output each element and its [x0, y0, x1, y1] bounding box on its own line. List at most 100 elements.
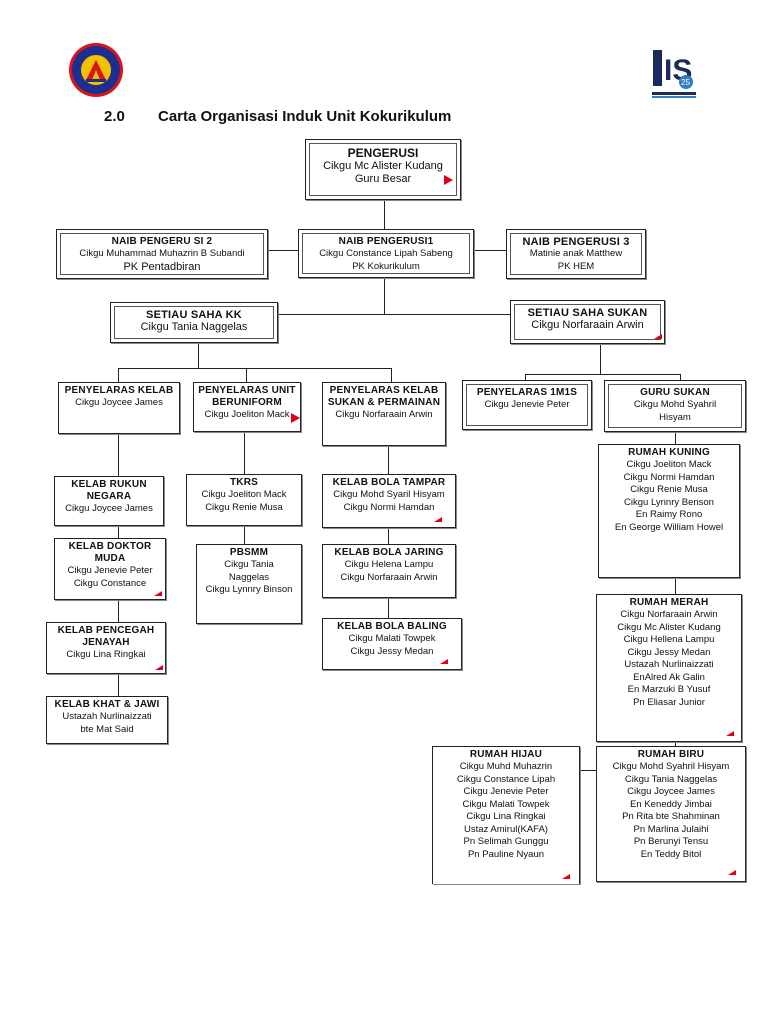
rumah-merah-line: Ustazah Nurlinaizzati [624, 659, 714, 670]
connector [525, 374, 526, 382]
setiausaha-sukan-title: SETIAU SAHA SUKAN [527, 307, 648, 319]
kelab-khat-line: bte Mat Said [80, 723, 134, 735]
naib-1-title: NAIB PENGERUSI1 [338, 236, 434, 247]
penyelaras-kelab-title: PENYELARAS KELAB [64, 385, 174, 396]
kelab-bola-jaring-box: KELAB BOLA JARING Cikgu Helena Lampu Cik… [322, 544, 456, 598]
kelab-rukun-line: Cikgu Joycee James [65, 503, 153, 514]
connector [118, 368, 392, 369]
tkrs-line: Cikgu Joeliton Mack [201, 489, 287, 500]
guru-sukan-line: Cikgu Mohd Syahril [633, 399, 717, 410]
marker-icon [562, 874, 570, 879]
rumah-kuning-line: Cikgu Lynnry Benson [624, 496, 714, 508]
bola-jaring-title: KELAB BOLA JARING [334, 547, 444, 558]
marker-icon [728, 870, 736, 875]
connector [118, 674, 119, 696]
rumah-merah-line: Cikgu Norfaraain Arwin [620, 609, 718, 620]
connector [384, 200, 385, 230]
guru-sukan-title: GURU SUKAN [640, 387, 710, 398]
connector [391, 368, 392, 382]
marker-icon [155, 665, 163, 670]
bola-baling-line: Cikgu Malati Towpek [348, 633, 436, 644]
pbsmm-line: Cikgu Lynnry Binson [205, 584, 293, 595]
bola-jaring-line: Cikgu Norfaraain Arwin [340, 571, 438, 583]
rumah-hijau-line: Cikgu Lina Ringkai [466, 811, 546, 822]
pbsmm-line: Cikgu Tania [224, 559, 274, 570]
marker-icon [154, 591, 162, 596]
penyelaras-unit-line: Cikgu Joeliton Mack [204, 409, 290, 420]
naib-2-line: Cikgu Muhammad Muhazrin B Subandi [79, 248, 245, 259]
rumah-biru-title: RUMAH BIRU [637, 749, 705, 760]
connector [580, 770, 596, 771]
rumah-biru-line: En Teddy Bitol [640, 848, 702, 860]
bola-tampar-line: Cikgu Mohd Syaril Hisyam [333, 489, 445, 500]
heading-title: Carta Organisasi Induk Unit Kokurikulum [158, 108, 452, 125]
pbsmm-line: Naggelas [228, 571, 270, 583]
rumah-merah-line: Cikgu Mc Alister Kudang [617, 621, 721, 633]
penyelaras-kelab-box: PENYELARAS KELAB Cikgu Joycee James [58, 382, 180, 434]
pbsmm-title: PBSMM [229, 547, 269, 558]
connector [118, 526, 119, 538]
kelab-doktor-title: KELAB DOKTOR MUDA [68, 541, 152, 564]
marker-icon [434, 517, 442, 522]
marker-icon [440, 659, 448, 664]
kelab-pencegah-jenayah-box: KELAB PENCEGAH JENAYAH Cikgu Lina Ringka… [46, 622, 166, 674]
rumah-merah-line: Cikgu Hellena Lampu [623, 634, 715, 645]
naib-pengerusi-3-box: NAIB PENGERUSI 3 Matinie anak Matthew PK… [506, 229, 646, 279]
tkrs-line: Cikgu Renie Musa [205, 501, 283, 513]
rumah-biru-line: Pn Rita bte Shahminan [622, 811, 720, 822]
rumah-hijau-title: RUMAH HIJAU [469, 749, 543, 760]
kelab-pencegah-line: Cikgu Lina Ringkai [66, 649, 146, 660]
kelab-rukun-negara-box: KELAB RUKUN NEGARA Cikgu Joycee James [54, 476, 164, 526]
rumah-kuning-line: En Raimy Rono [635, 509, 703, 520]
pengerusi-line: Cikgu Mc Alister Kudang [323, 160, 443, 172]
kelab-doktor-line: Cikgu Jenevie Peter [67, 565, 153, 576]
rumah-kuning-line: Cikgu Normi Hamdan [623, 471, 715, 483]
connector [198, 342, 199, 368]
kelab-khat-title: KELAB KHAT & JAWI [54, 699, 160, 710]
connector [675, 432, 676, 444]
marker-icon [654, 334, 662, 339]
rumah-hijau-line: Cikgu Muhd Muhazrin [459, 761, 553, 772]
kelab-doktor-muda-box: KELAB DOKTOR MUDA Cikgu Jenevie Peter Ci… [54, 538, 166, 600]
rumah-merah-line: Cikgu Jessy Medan [627, 646, 711, 658]
connector [675, 578, 676, 594]
naib-1-line: PK Kokurikulum [352, 260, 420, 272]
naib-2-line: PK Pentadbiran [123, 260, 201, 273]
penyelaras-unit-box: PENYELARAS UNIT BERUNIFORM Cikgu Joelito… [193, 382, 301, 432]
naib-pengerusi-2-box: NAIB PENGERU SI 2 Cikgu Muhammad Muhazri… [56, 229, 268, 279]
setiausaha-kk-title: SETIAU SAHA KK [146, 309, 242, 321]
connector [276, 314, 510, 315]
kelab-khat-jawi-box: KELAB KHAT & JAWI Ustazah Nurlinaizzati … [46, 696, 168, 744]
setiausaha-kk-box: SETIAU SAHA KK Cikgu Tania Naggelas [110, 302, 278, 343]
penyelaras-kelab-line: Cikgu Joycee James [75, 397, 163, 408]
bola-baling-line: Cikgu Jessy Medan [350, 645, 434, 657]
rumah-merah-line: En Marzuki B Yusuf [627, 684, 711, 695]
pbsmm-box: PBSMM Cikgu Tania Naggelas Cikgu Lynnry … [196, 544, 302, 624]
marker-icon [444, 175, 453, 185]
connector [246, 368, 247, 382]
school-crest-logo [68, 42, 124, 98]
penyelaras-1m1s-title: PENYELARAS 1M1S [476, 387, 578, 398]
pengerusi-line: Guru Besar [354, 173, 412, 185]
naib-3-line: PK HEM [557, 260, 595, 272]
bola-tampar-line: Cikgu Normi Hamdan [343, 501, 435, 513]
tkrs-title: TKRS [229, 477, 259, 488]
setiausaha-sukan-box: SETIAU SAHA SUKAN Cikgu Norfaraain Arwin [510, 300, 665, 344]
naib-pengerusi-1-box: NAIB PENGERUSI1 Cikgu Constance Lipah Sa… [298, 229, 474, 278]
pengerusi-box: PENGERUSI Cikgu Mc Alister Kudang Guru B… [305, 139, 461, 200]
kelab-doktor-line: Cikgu Constance [73, 577, 147, 589]
setiausaha-sukan-line: Cikgu Norfaraain Arwin [531, 319, 644, 331]
connector [525, 374, 680, 375]
rumah-hijau-box: RUMAH HIJAU Cikgu Muhd Muhazrin Cikgu Co… [432, 746, 580, 884]
rumah-kuning-line: En George William Howel [614, 521, 724, 533]
kelab-bola-tampar-box: KELAB BOLA TAMPAR Cikgu Mohd Syaril Hisy… [322, 474, 456, 528]
rumah-kuning-box: RUMAH KUNING Cikgu Joeliton Mack Cikgu N… [598, 444, 740, 578]
kelab-bola-baling-box: KELAB BOLA BALING Cikgu Malati Towpek Ci… [322, 618, 462, 670]
setiausaha-kk-line: Cikgu Tania Naggelas [140, 321, 248, 333]
rumah-biru-box: RUMAH BIRU Cikgu Mohd Syahril Hisyam Cik… [596, 746, 746, 882]
rumah-hijau-line: Cikgu Constance Lipah [456, 773, 556, 785]
is-logo-sub: 25 [681, 78, 690, 87]
connector [244, 432, 245, 474]
bola-jaring-line: Cikgu Helena Lampu [344, 559, 434, 570]
